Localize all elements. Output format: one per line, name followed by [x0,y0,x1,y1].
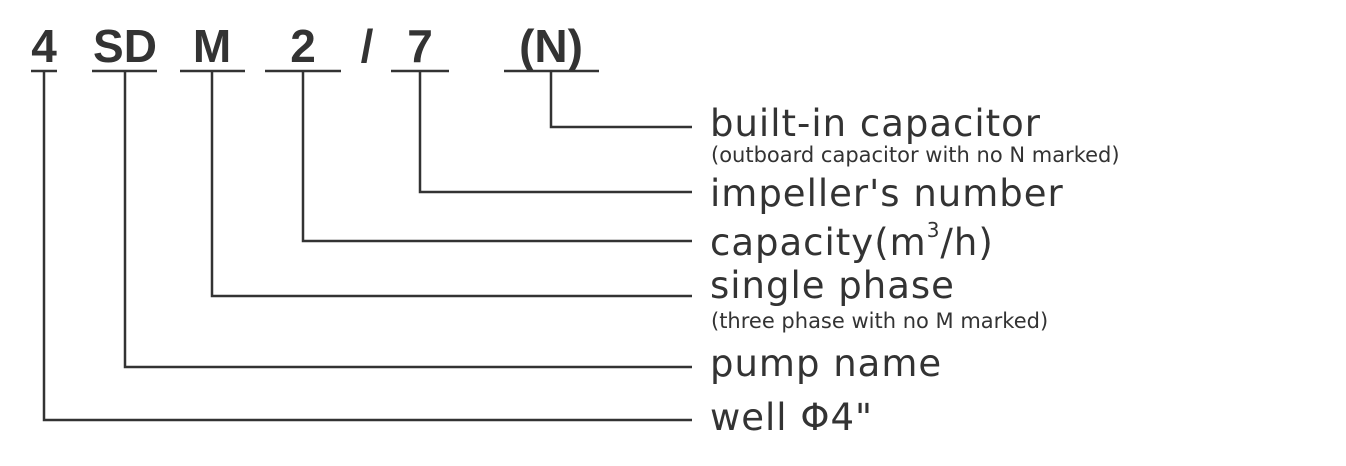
label-capacitor-note: (outboard capacitor with no N marked) [711,143,1120,167]
label-capacitor: built-in capacitor [710,102,1041,145]
code-capacitor: (N) [519,20,583,72]
code-pump-name: SD [93,20,157,72]
code-phase: M [193,20,231,72]
label-capacity-sup: 3 [927,218,941,242]
label-pump: pump name [710,342,942,385]
label-phase-note: (three phase with no M marked) [711,309,1048,333]
leader-capacity [301,71,692,243]
label-capacity-suffix: /h) [940,221,993,264]
label-capacity-prefix: capacity(m [710,221,927,264]
leader-capacitor [549,71,692,129]
leader-well [42,71,692,422]
code-impeller: 7 [407,20,433,72]
leader-lines [42,71,692,422]
leader-phase [210,71,692,298]
label-capacity: capacity(m3/h) [710,218,994,264]
label-impeller: impeller's number [710,172,1064,215]
label-phase: single phase [710,264,955,307]
code-slash: / [361,20,374,72]
code-capacity: 2 [290,20,316,72]
leader-pump [123,71,692,369]
label-well: well Φ4" [710,396,873,439]
code-well-size: 4 [31,20,57,72]
leader-impeller [418,71,692,194]
